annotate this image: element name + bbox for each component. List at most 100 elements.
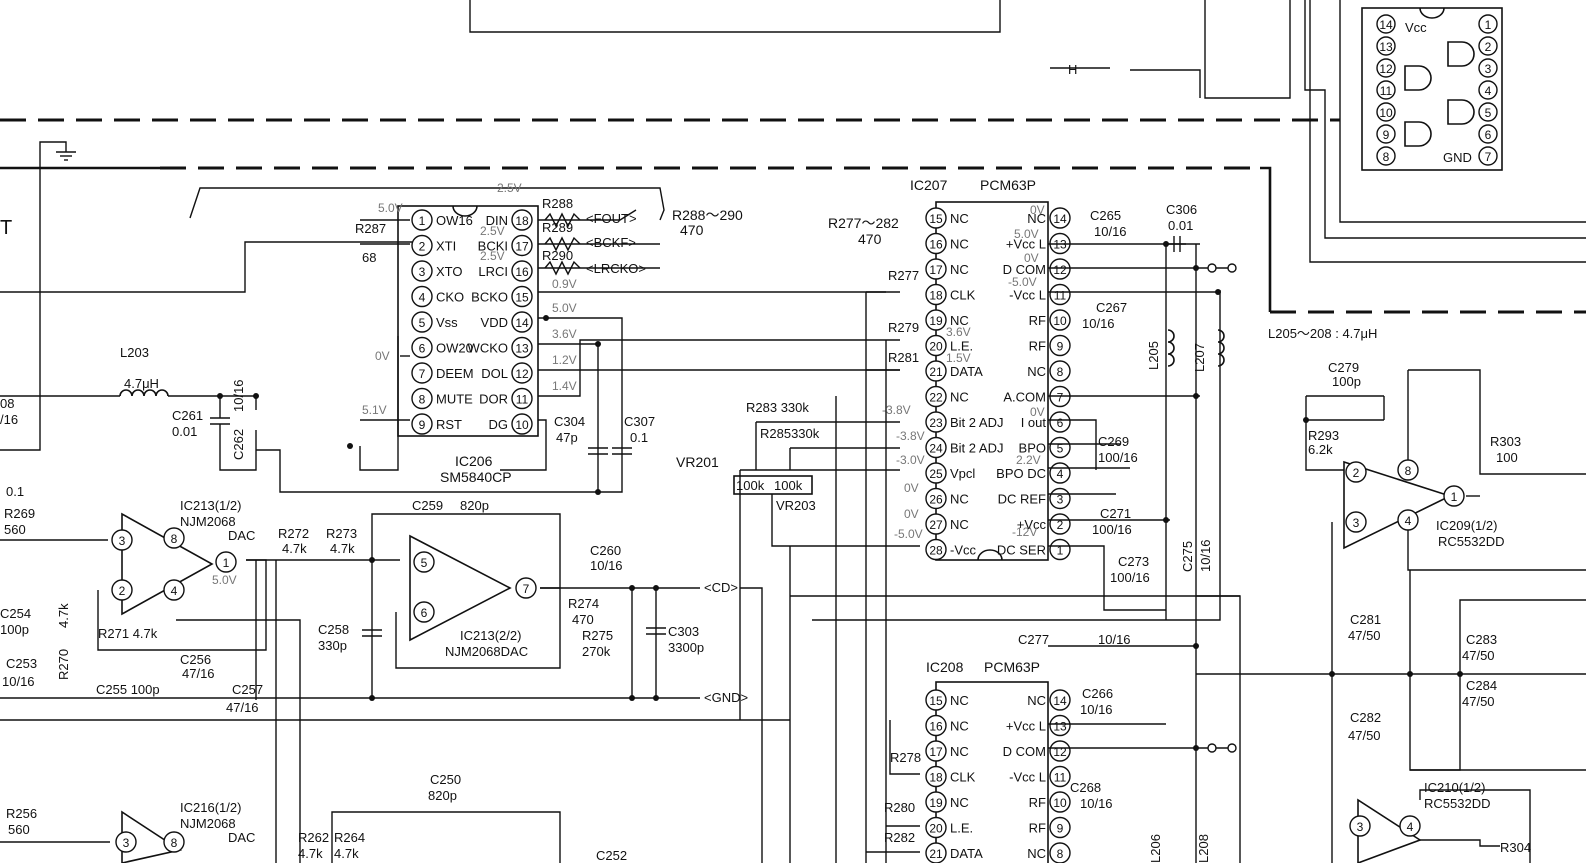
pin-label: RF (1029, 313, 1046, 328)
pin-14: 14 (511, 311, 533, 333)
svg-text:<FOUT>: <FOUT> (586, 211, 637, 226)
ic213a-pin-3: 3 (111, 529, 133, 551)
svg-text:T: T (0, 217, 12, 239)
svg-text:C277: C277 (1018, 632, 1049, 647)
svg-text:820p: 820p (428, 788, 457, 803)
svg-text:3: 3 (1485, 62, 1492, 76)
ic207-ref: IC207 (910, 177, 948, 193)
svg-text:3: 3 (1353, 516, 1360, 530)
svg-text:25: 25 (929, 467, 943, 481)
svg-text:18: 18 (515, 214, 529, 228)
svg-text:8: 8 (1383, 150, 1390, 164)
pin-label: CKO (436, 290, 464, 305)
logic-pin-2: 2 (1478, 36, 1498, 56)
ic210-1: IC210(1/2) RC5532DD R304 (1357, 780, 1531, 863)
logic-pin-6: 6 (1478, 124, 1498, 144)
logic-pin-8: 8 (1376, 146, 1396, 166)
svg-text:2.2V: 2.2V (1016, 453, 1041, 467)
pin-5: 5 (411, 311, 433, 333)
svg-text:IC210(1/2): IC210(1/2) (1424, 780, 1485, 795)
pin-label: LRCI (478, 264, 508, 279)
pin-label: +Vcc L (1006, 237, 1046, 252)
svg-text:<LRCKO>: <LRCKO> (586, 261, 646, 276)
svg-text:DAC: DAC (228, 830, 255, 845)
pin-label: I out (1021, 415, 1047, 430)
svg-text:10/16: 10/16 (1082, 316, 1115, 331)
svg-text:1.5V: 1.5V (946, 351, 971, 365)
pin-21: 21 (925, 842, 947, 863)
svg-text:C259: C259 (412, 498, 443, 513)
pin-8: 8 (1049, 842, 1071, 863)
svg-text:10/16: 10/16 (1080, 796, 1113, 811)
pin-23: 23 (925, 411, 947, 433)
svg-text:R270: R270 (56, 649, 71, 680)
pin-13: 13 (1049, 714, 1071, 737)
logic-pin-4: 4 (1478, 80, 1498, 100)
svg-text:C307: C307 (624, 414, 655, 429)
svg-text:17: 17 (929, 263, 943, 277)
svg-text:2: 2 (419, 240, 426, 254)
pin-20: 20 (925, 816, 947, 839)
svg-text:10: 10 (1053, 796, 1067, 810)
ic213a-pin-8: 8 (163, 527, 185, 549)
pin-label: -Vcc L (1009, 288, 1046, 303)
svg-text:100/16: 100/16 (1098, 450, 1138, 465)
svg-text:19: 19 (929, 796, 943, 810)
svg-text:C250: C250 (430, 772, 461, 787)
pin-label: NC (1027, 211, 1046, 226)
pin-label: L.E. (950, 339, 973, 354)
svg-text:8: 8 (419, 393, 426, 407)
pin-16: 16 (925, 232, 947, 255)
svg-text:4: 4 (419, 291, 426, 305)
pin-label: NC (950, 211, 969, 226)
svg-text:R281: R281 (888, 350, 919, 365)
svg-text:6.2k: 6.2k (1308, 442, 1333, 457)
pin-11: 11 (1049, 283, 1071, 306)
l203-section: L203 4.7μH C261 0.01 C262 10/16 08 /16 0… (0, 345, 257, 499)
svg-text:L208: L208 (1196, 834, 1211, 863)
svg-text:C275: C275 (1180, 541, 1195, 572)
svg-text:R288～290: R288～290 (672, 207, 743, 223)
pin-26: 26 (925, 487, 947, 510)
svg-text:8: 8 (1057, 365, 1064, 379)
ic209-pin-2: 2 (1345, 461, 1367, 483)
logic-pin-12: 12 (1376, 58, 1396, 78)
svg-text:0.1: 0.1 (6, 484, 24, 499)
svg-text:R278: R278 (890, 750, 921, 765)
svg-text:R262: R262 (298, 830, 329, 845)
svg-text:C281: C281 (1350, 612, 1381, 627)
svg-text:R283 330k: R283 330k (746, 400, 809, 415)
svg-text:4: 4 (1407, 820, 1414, 834)
svg-text:5: 5 (1485, 106, 1492, 120)
svg-text:08: 08 (0, 396, 14, 411)
pin-18: 18 (925, 283, 947, 306)
pin-10: 10 (1049, 309, 1071, 331)
ic213-1: IC213(1/2) NJM2068 DAC 5.0V R269 560 R27… (0, 498, 790, 863)
svg-text:3.6V: 3.6V (552, 327, 577, 341)
pin-label: NC (1027, 693, 1046, 708)
svg-text:L206: L206 (1148, 834, 1163, 863)
svg-text:R256: R256 (6, 806, 37, 821)
pin-12: 12 (511, 362, 533, 384)
pin-label: XTI (436, 239, 456, 254)
svg-text:R289: R289 (542, 220, 573, 235)
pin-19: 19 (925, 791, 947, 813)
pin-12: 12 (1049, 740, 1071, 762)
svg-text:1.2V: 1.2V (552, 353, 577, 367)
pin-label: +Vcc L (1006, 719, 1046, 734)
svg-text:7: 7 (419, 367, 426, 381)
svg-text:IC209(1/2): IC209(1/2) (1436, 518, 1497, 533)
pin-label: NC (950, 795, 969, 810)
svg-text:9: 9 (1057, 340, 1064, 354)
ic213a-pin-2: 2 (111, 579, 133, 601)
pin-label: DC REF (998, 492, 1046, 507)
logic-pin-5: 5 (1478, 102, 1498, 122)
pin-label: Bit 2 ADJ (950, 441, 1003, 456)
pin-13: 13 (511, 336, 533, 359)
pin-label: OW20 (436, 341, 473, 356)
svg-text:<CD>: <CD> (704, 580, 738, 595)
svg-text:IC213(1/2): IC213(1/2) (180, 498, 241, 513)
svg-text:R279: R279 (888, 320, 919, 335)
svg-text:8: 8 (1405, 464, 1412, 478)
ic209-pin-3: 3 (1345, 511, 1367, 533)
